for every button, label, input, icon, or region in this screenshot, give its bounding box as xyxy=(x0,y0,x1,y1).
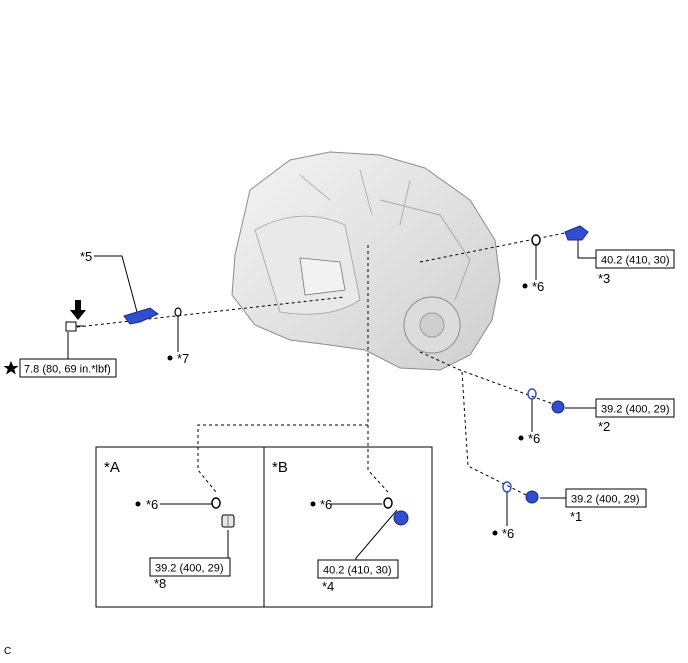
svg-text:7.8 (80, 69 in.*lbf): 7.8 (80, 69 in.*lbf) xyxy=(24,364,111,376)
callout-7: *7 xyxy=(177,351,189,366)
torque-box-8: 39.2 (400, 29) xyxy=(149,557,231,577)
gasket-part-near-1 xyxy=(502,481,512,493)
bolt-part xyxy=(65,321,84,332)
speed-sensor-part-5 xyxy=(123,307,159,325)
svg-text:39.2 (400, 29): 39.2 (400, 29) xyxy=(571,494,640,506)
o-ring-part-7 xyxy=(174,307,182,317)
transmission-housing-illustration xyxy=(231,151,501,371)
assembly-dashed-lines xyxy=(76,232,566,498)
svg-text:39.2 (400, 29): 39.2 (400, 29) xyxy=(155,563,224,575)
callout-6-detail-b: *6 xyxy=(320,497,332,512)
callout-2: *2 xyxy=(598,419,610,434)
plug-part-2 xyxy=(551,400,565,414)
svg-text:39.2 (400, 29): 39.2 (400, 29) xyxy=(601,404,670,416)
callout-6-detail-a: *6 xyxy=(146,497,158,512)
torque-box-2: 39.2 (400, 29) xyxy=(595,398,675,418)
star-icon xyxy=(3,361,19,375)
install-direction-arrow xyxy=(70,300,86,320)
torque-box-1: 39.2 (400, 29) xyxy=(565,488,647,508)
callout-1: *1 xyxy=(570,509,582,524)
detail-label-b: *B xyxy=(272,459,288,476)
plug-part-8 xyxy=(221,514,235,528)
gasket-part-near-2 xyxy=(527,388,537,400)
gasket-part-near-3 xyxy=(531,234,541,246)
svg-text:40.2 (410, 30): 40.2 (410, 30) xyxy=(601,255,670,267)
detail-box-b xyxy=(263,446,433,608)
torque-box-3: 40.2 (410, 30) xyxy=(595,249,675,269)
svg-text:40.2 (410, 30): 40.2 (410, 30) xyxy=(323,565,392,577)
callout-4: *4 xyxy=(322,579,334,594)
plug-part-1 xyxy=(525,490,539,504)
callout-6-near-3: *6 xyxy=(532,279,544,294)
detail-box-a xyxy=(95,446,265,608)
plug-part-4 xyxy=(393,510,409,526)
figure-code: C xyxy=(4,646,11,657)
marker-dots xyxy=(135,283,528,536)
gasket-part-detail-a xyxy=(211,497,221,509)
detail-label-a: *A xyxy=(104,459,120,476)
torque-box-4: 40.2 (410, 30) xyxy=(317,559,399,579)
torque-box-star: 7.8 (80, 69 in.*lbf) xyxy=(19,358,117,378)
gasket-part-detail-b xyxy=(383,497,393,509)
callout-6-near-2: *6 xyxy=(528,431,540,446)
callout-3: *3 xyxy=(598,271,610,286)
callout-8: *8 xyxy=(154,576,166,591)
plug-part-3 xyxy=(564,225,589,241)
callout-5: *5 xyxy=(80,249,92,264)
callout-6-near-1: *6 xyxy=(502,526,514,541)
